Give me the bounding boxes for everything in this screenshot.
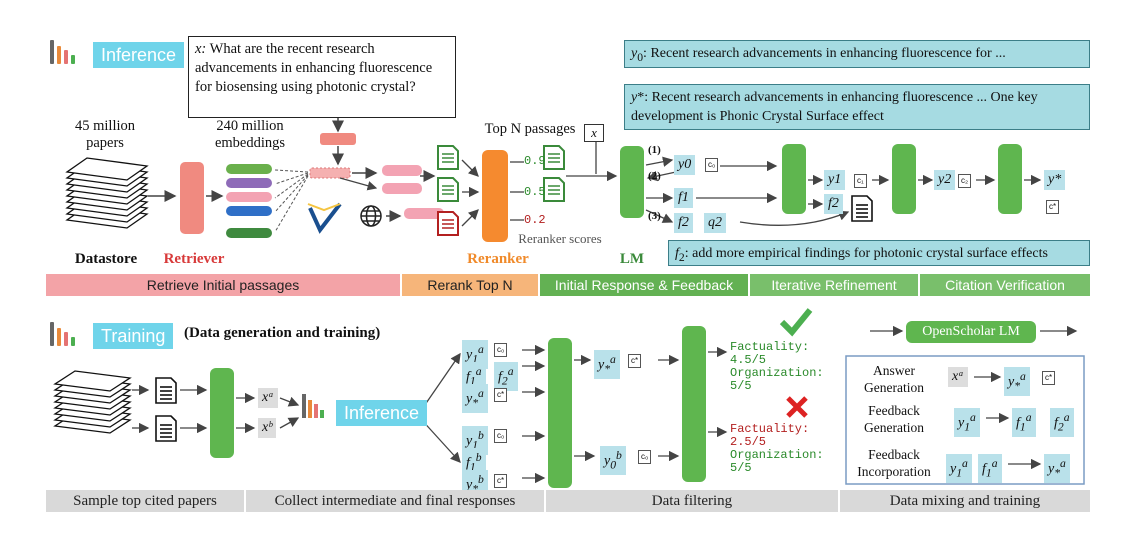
tag-f2a: f2a bbox=[494, 362, 518, 392]
embeddings-count: 240 million embeddings bbox=[214, 118, 286, 151]
tag-ystar-a: y*a bbox=[462, 384, 488, 414]
tag-y0b-out: y0b bbox=[600, 446, 626, 476]
datastore-papers: 45 million papers bbox=[74, 118, 136, 151]
feedback-incorporation-label: Feedback Incorporation bbox=[857, 447, 931, 479]
y0-box: y0: Recent research advancements in enha… bbox=[624, 40, 1090, 68]
step-3: (3) bbox=[648, 210, 661, 222]
bad-factuality: Factuality: 2.5/5 Organization: 5/5 bbox=[730, 422, 824, 475]
datastore-label: Datastore bbox=[74, 251, 138, 267]
query-box: x: What are the recent research advancem… bbox=[188, 36, 456, 118]
query-var: x: bbox=[195, 41, 207, 57]
tag-f2: f2 bbox=[674, 213, 693, 233]
stage-mix: Data mixing and training bbox=[840, 490, 1090, 512]
inference-label: Inference bbox=[93, 42, 185, 68]
stage-filter: Data filtering bbox=[546, 490, 838, 512]
cite-c0: c₀ bbox=[705, 158, 719, 172]
bar-chart-logo-icon bbox=[50, 40, 75, 64]
f2-box: f2: add more empirical findings for phot… bbox=[668, 240, 1090, 266]
lm-label: LM bbox=[619, 251, 645, 267]
mix-f1a-b: f1a bbox=[978, 454, 1002, 484]
check-icon bbox=[779, 308, 813, 337]
stage-citation: Citation Verification bbox=[920, 274, 1090, 296]
score-2: 0.5 bbox=[524, 185, 546, 199]
reranker-scores-label: Reranker scores bbox=[518, 231, 602, 246]
paper-stack-icon bbox=[65, 157, 149, 229]
ystar-text: Recent research advancements in enhancin… bbox=[631, 90, 1038, 124]
semantic-scholar-icon bbox=[307, 202, 342, 234]
step-1: (1) bbox=[648, 144, 661, 156]
feedback-generation-label: Feedback Generation bbox=[864, 403, 924, 435]
stage-iterative: Iterative Refinement bbox=[750, 274, 918, 296]
cite-cstar-a: c* bbox=[494, 388, 508, 402]
openscholar-lm: OpenScholar LM bbox=[906, 321, 1036, 343]
mix-cstar: c* bbox=[1042, 371, 1056, 385]
score-3: 0.2 bbox=[524, 213, 546, 227]
cite-c0-a: c₀ bbox=[494, 343, 508, 357]
tag-f2-b: f2 bbox=[824, 194, 843, 214]
f2-text: add more empirical findings for photonic… bbox=[692, 246, 1048, 261]
cross-icon bbox=[786, 396, 808, 418]
y0-text: Recent research advancements in enhancin… bbox=[650, 46, 1006, 61]
x-tag: x bbox=[584, 124, 604, 142]
paper-stack-bottom-icon bbox=[53, 370, 132, 434]
training-inference-label: Inference bbox=[336, 400, 428, 426]
cite-cstar: c* bbox=[1046, 200, 1060, 214]
stage-collect: Collect intermediate and final responses bbox=[246, 490, 544, 512]
good-factuality: Factuality: 4.5/5 Organization: 5/5 bbox=[730, 340, 824, 393]
stage-sample: Sample top cited papers bbox=[46, 490, 244, 512]
stage-rerank: Rerank Top N bbox=[402, 274, 538, 296]
cite-c0-b: c₀ bbox=[494, 429, 508, 443]
stage-initial-response: Initial Response & Feedback bbox=[540, 274, 748, 296]
mix-f1a: f1a bbox=[1012, 408, 1036, 438]
mix-y1a: y1a bbox=[954, 408, 980, 438]
xb-tag: xᵇ bbox=[258, 418, 276, 438]
tag-ystar-a-out: y*a bbox=[594, 350, 620, 380]
mix-f2a: f2a bbox=[1050, 408, 1074, 438]
tag-y2: y2 bbox=[934, 170, 956, 190]
cite-cstar-out: c* bbox=[628, 354, 642, 368]
retriever-label: Retriever bbox=[163, 251, 225, 267]
bar-chart-logo-training-icon bbox=[50, 322, 75, 346]
answer-generation-label: Answer Generation bbox=[864, 363, 924, 395]
top-n-passages: Top N passages bbox=[484, 121, 576, 137]
mix-ystar-a: y*a bbox=[1004, 367, 1030, 397]
cite-cstar-b: c* bbox=[494, 474, 508, 488]
feedback-document-icon bbox=[851, 195, 873, 222]
cite-c2: c₂ bbox=[958, 174, 972, 188]
training-label: Training bbox=[93, 323, 174, 349]
step-2: (2) bbox=[648, 170, 661, 182]
score-1: 0.9 bbox=[524, 154, 546, 168]
xa-tag: xᵃ bbox=[258, 388, 278, 408]
mix-y1a-b: y1a bbox=[946, 454, 972, 484]
globe-icon bbox=[360, 205, 382, 227]
mix-ystar-a-b: y*a bbox=[1044, 454, 1070, 484]
stage-retrieve: Retrieve Initial passages bbox=[46, 274, 400, 296]
training-subtitle: (Data generation and training) bbox=[184, 325, 381, 341]
cite-c0-out: c₀ bbox=[638, 450, 652, 464]
ystar-box: y*: Recent research advancements in enha… bbox=[624, 84, 1090, 130]
reranker-label: Reranker bbox=[467, 251, 529, 267]
mix-xa: xᵃ bbox=[948, 367, 968, 387]
cite-c1: c₁ bbox=[854, 174, 867, 188]
document-icons bbox=[437, 145, 459, 236]
tag-y1: y1 bbox=[824, 170, 846, 190]
tag-f1: f1 bbox=[674, 188, 693, 208]
query-text: What are the recent research advancement… bbox=[195, 41, 433, 95]
tag-y0: y0 bbox=[674, 155, 696, 175]
tag-ystar: y* bbox=[1044, 170, 1066, 190]
tag-q2: q2 bbox=[704, 213, 726, 233]
bar-chart-small-icon bbox=[302, 394, 324, 418]
